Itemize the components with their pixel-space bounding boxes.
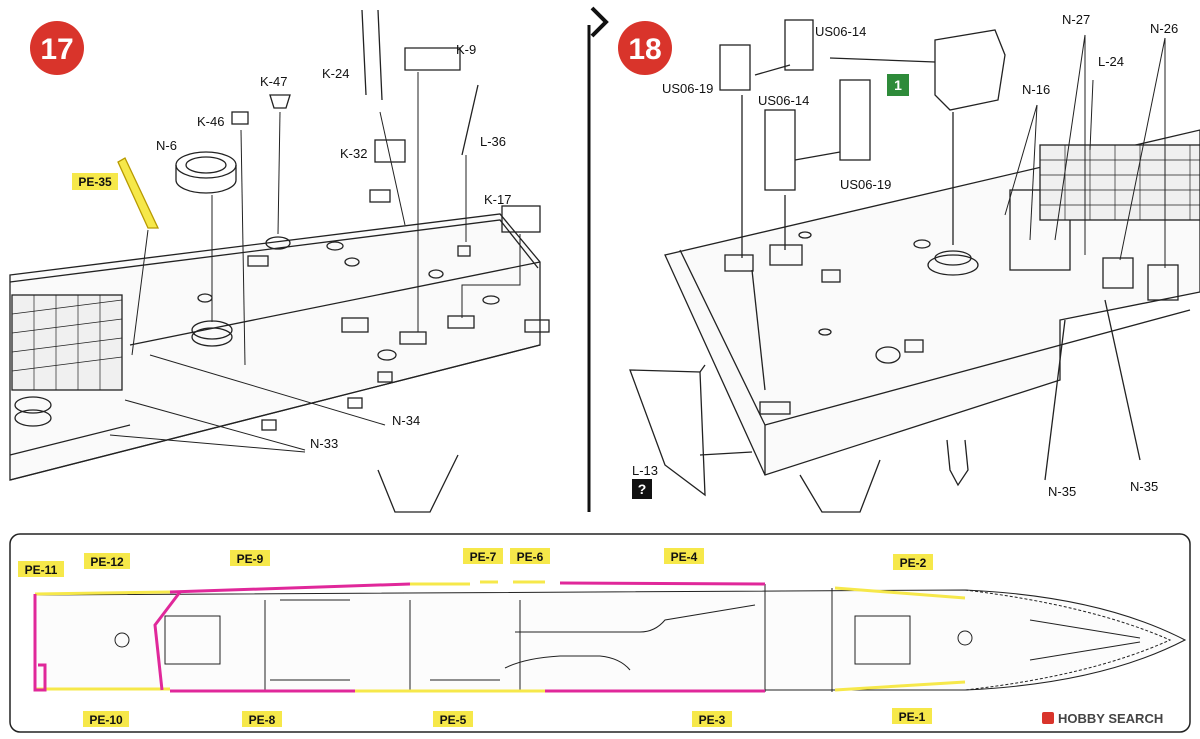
step-17-badge — [30, 21, 84, 75]
part-label-us06-14-top: US06-14 — [815, 24, 866, 39]
pe-6-label: PE-6 — [517, 550, 544, 564]
part-label-n-6: N-6 — [156, 138, 177, 153]
part-label-k-32: K-32 — [340, 146, 367, 161]
step-18-badge — [618, 21, 672, 75]
pe-4-label: PE-4 — [671, 550, 698, 564]
step-18-hull-drawing — [629, 19, 1200, 513]
step-17-leaders — [109, 72, 521, 453]
part-label-k-47: K-47 — [260, 74, 287, 89]
pe-10-bg — [83, 711, 129, 727]
part-label-us06-14-mid: US06-14 — [758, 93, 809, 108]
part-label-k-24: K-24 — [322, 66, 349, 81]
pe-4-bg — [664, 548, 704, 564]
part-label-l-13: L-13 — [632, 463, 658, 478]
part-label-n-33: N-33 — [310, 436, 338, 451]
pe-5-label: PE-5 — [440, 713, 467, 727]
part-label-l-24: L-24 — [1098, 54, 1124, 69]
deck-plan-panel: PE-11 PE-12 PE-9 PE-7 PE-6 PE-4 PE-2 PE-… — [9, 533, 1191, 733]
pe-3-label: PE-3 — [699, 713, 726, 727]
pe-8-bg — [242, 711, 282, 727]
pe-1-bg — [892, 708, 932, 724]
step-18-panel: 18 — [618, 12, 1200, 513]
watermark-text: HOBBY SEARCH — [1058, 711, 1163, 726]
pe-10-label: PE-10 — [89, 713, 123, 727]
part-label-n-27: N-27 — [1062, 12, 1090, 27]
deck-outline — [34, 584, 1187, 692]
pe-labels: PE-11 PE-12 PE-9 PE-7 PE-6 PE-4 PE-2 PE-… — [18, 548, 933, 727]
pe-7-label: PE-7 — [470, 550, 497, 564]
pe-2-label: PE-2 — [900, 556, 927, 570]
watermark: HOBBY SEARCH — [1042, 711, 1163, 726]
pe-8-label: PE-8 — [249, 713, 276, 727]
pe-9-bg — [230, 550, 270, 566]
pe-11-bg — [18, 561, 64, 577]
part-label-k-17: K-17 — [484, 192, 511, 207]
pe-1-label: PE-1 — [899, 710, 926, 724]
part-label-n-35-right: N-35 — [1130, 479, 1158, 494]
part-label-k-9: K-9 — [456, 42, 476, 57]
step-17-hull-drawing — [9, 9, 550, 513]
question-mark-icon: ? — [638, 481, 647, 497]
step-arrow-icon — [590, 6, 609, 38]
pe-6-bg — [510, 548, 550, 564]
part-label-pe-35: PE-35 — [78, 175, 112, 189]
pe-12-label: PE-12 — [90, 555, 124, 569]
pe-3-bg — [692, 711, 732, 727]
pe-12-bg — [84, 553, 130, 569]
green-badge — [887, 74, 909, 96]
step-17-number: 17 — [40, 33, 73, 66]
step-17-panel: 17 — [9, 9, 550, 513]
watermark-logo-icon — [1042, 712, 1054, 724]
part-label-n-34: N-34 — [392, 413, 420, 428]
part-label-n-26: N-26 — [1150, 21, 1178, 36]
step-18-number: 18 — [628, 33, 661, 66]
photo-etch-edges — [33, 580, 966, 693]
part-label-l-36: L-36 — [480, 134, 506, 149]
part-label-us06-19-top: US06-19 — [662, 81, 713, 96]
pe-5-bg — [433, 711, 473, 727]
pe-7-bg — [463, 548, 503, 564]
part-label-k-46: K-46 — [197, 114, 224, 129]
pe-35-label-bg — [72, 173, 118, 190]
part-label-n-16: N-16 — [1022, 82, 1050, 97]
pe-2-bg — [893, 554, 933, 570]
pe-9-label: PE-9 — [237, 552, 264, 566]
question-badge — [632, 479, 652, 499]
step-18-leaders — [1004, 34, 1166, 268]
part-label-n-35-left: N-35 — [1048, 484, 1076, 499]
green-badge-number: 1 — [894, 77, 902, 93]
pe-11-label: PE-11 — [25, 563, 58, 577]
part-label-us06-19-mid: US06-19 — [840, 177, 891, 192]
